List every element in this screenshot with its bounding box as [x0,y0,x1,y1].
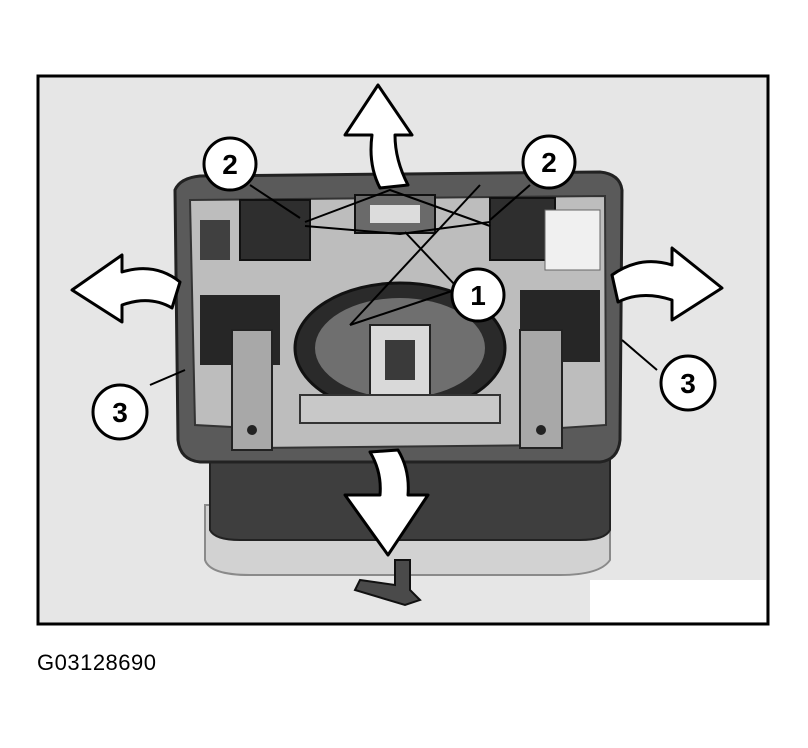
center-block-core [385,340,415,380]
upper-left-slot [200,220,230,260]
callout-1: 1 [450,267,506,323]
arrow-right-icon [610,246,724,322]
svg-text:1: 1 [470,280,486,311]
svg-text:2: 2 [541,147,557,178]
callout-2-right: 2 [521,134,577,190]
right-bracket-screw [536,425,546,435]
arrow-down-icon [343,448,430,557]
arrow-left-icon [70,253,182,324]
right-clip-housing [489,197,556,261]
svg-text:2: 2 [222,149,238,180]
left-clip-housing [239,199,311,261]
pull-tab [353,559,422,607]
figure-code: G03128690 [37,650,157,675]
lower-crossbar [299,394,501,424]
callout-3-right: 3 [659,354,717,412]
corner-blank [590,580,766,622]
svg-text:3: 3 [112,397,128,428]
callout-2-left: 2 [202,136,258,192]
center-connector-face [370,205,420,223]
arrow-up-icon [343,83,414,190]
leader-lines [149,184,658,386]
upper-right-panel [544,209,601,271]
left-bracket-screw [247,425,257,435]
svg-text:3: 3 [680,368,696,399]
callout-3-left: 3 [91,383,149,441]
